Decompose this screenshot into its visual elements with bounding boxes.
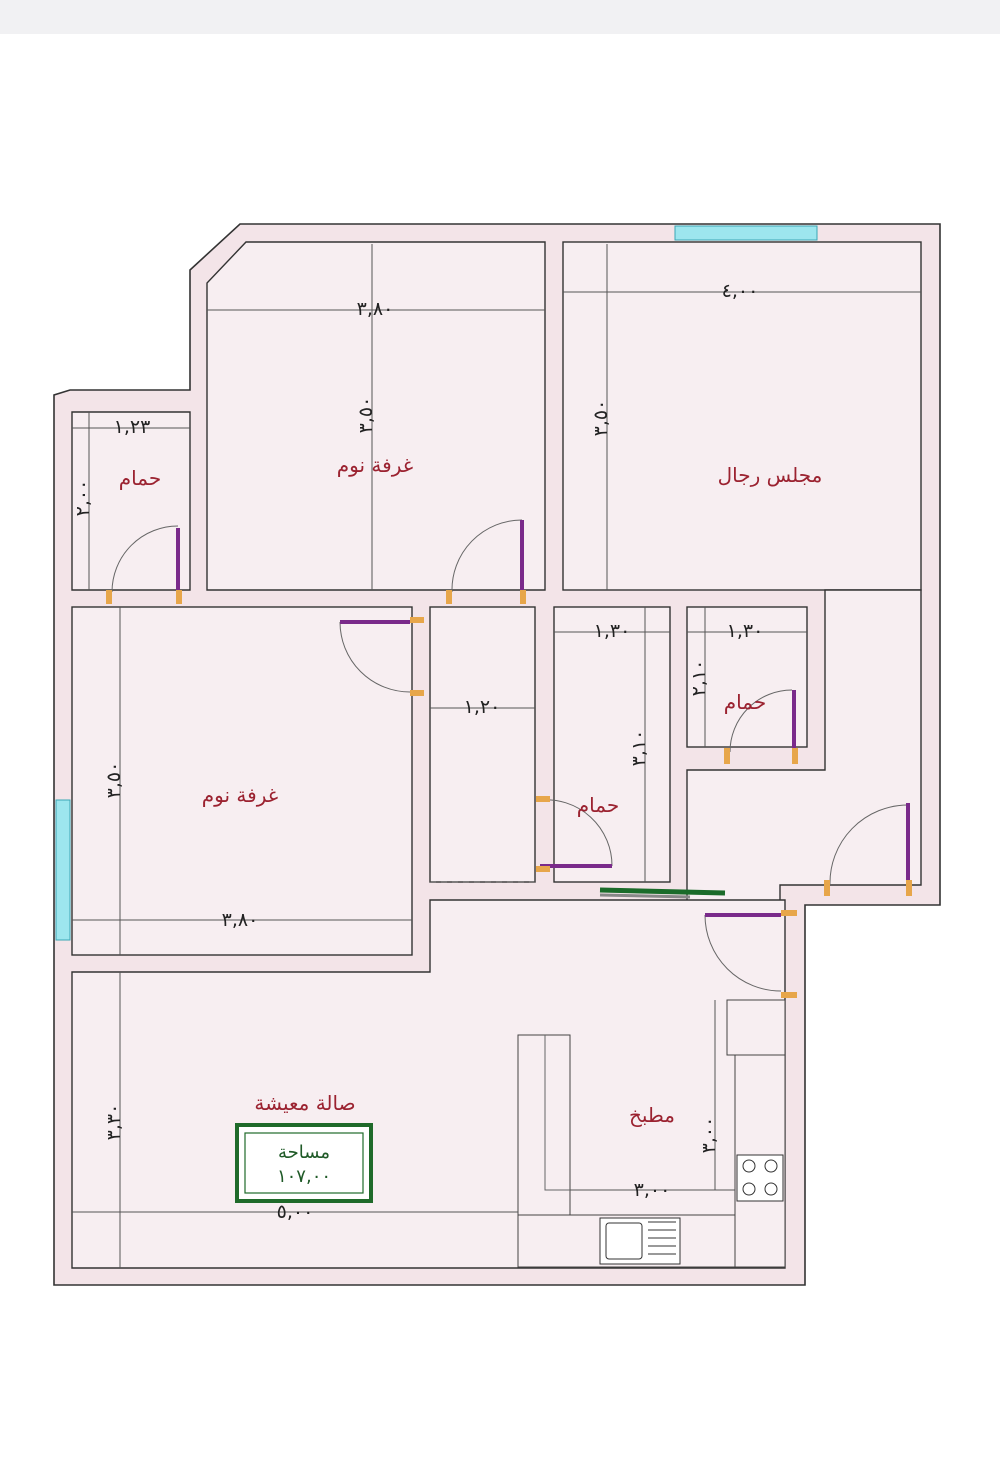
bath-mid-room <box>553 606 671 883</box>
bath-left-room <box>71 411 191 591</box>
sliding-door-track <box>599 893 691 899</box>
dim-kitchen-width: ٣,٠٠ <box>634 1179 671 1201</box>
door-bedroom-top <box>446 519 526 604</box>
bedroom-top-room <box>206 241 546 591</box>
dim-living-length: ٣,٣٠ <box>103 1104 125 1141</box>
dim-bedroom-left-width: ٣,٨٠ <box>222 909 259 931</box>
stove-icon <box>736 1154 784 1202</box>
dim-bedroom-top-length: ٣,٥٠ <box>355 397 377 434</box>
room-label-bath-left: حمام <box>119 466 161 490</box>
area-label: مساحة <box>278 1142 330 1163</box>
kitchen-fridge <box>726 999 786 1056</box>
room-label-kitchen: مطبخ <box>629 1103 675 1127</box>
door-bath-right <box>724 689 798 764</box>
sink-icon <box>599 1217 681 1265</box>
dim-majlis-width: ٤,٠٠ <box>722 280 759 302</box>
door-kitchen <box>704 910 797 998</box>
dim-bedroom-left-length: ٣,٥٠ <box>103 762 125 799</box>
dim-bath-right-length: ٢,١٠ <box>688 660 710 697</box>
majlis-room <box>562 241 922 591</box>
dim-kitchen-length: ٣,٠٠ <box>698 1117 720 1154</box>
sliding-door <box>599 887 726 896</box>
area-badge: مساحة ١٠٧,٠٠ <box>235 1123 373 1203</box>
dim-bath-left-length: ٢,٠٠ <box>72 480 94 517</box>
dim-bath-right-width: ١,٣٠ <box>727 620 764 642</box>
door-bath-left <box>106 525 182 604</box>
dim-bath-left-width: ١,٢٣ <box>114 416 151 438</box>
dim-bath-mid-width: ١,٣٠ <box>594 620 631 642</box>
door-entry <box>824 803 912 896</box>
room-label-living: صالة معيشة <box>254 1091 355 1115</box>
door-bath-mid <box>536 796 613 872</box>
bath-right-room <box>686 606 808 748</box>
window-top <box>674 225 818 241</box>
dimension-lines <box>72 244 921 1268</box>
dim-bedroom-top-width: ٣,٨٠ <box>357 298 394 320</box>
room-label-majlis: مجلس رجال <box>718 463 823 487</box>
bedroom-left-room <box>71 606 413 956</box>
window-left <box>55 799 71 941</box>
room-label-bedroom-left: غرفة نوم <box>202 783 278 807</box>
room-label-bath-mid: حمام <box>577 793 619 817</box>
dim-living-width: ٥,٠٠ <box>277 1201 314 1223</box>
dim-corridor-width: ١,٢٠ <box>464 696 501 718</box>
dim-majlis-length: ٣,٥٠ <box>590 400 612 437</box>
dim-bath-mid-length: ٣,١٠ <box>628 730 650 767</box>
room-label-bath-right: حمام <box>724 690 766 714</box>
status-bar <box>0 0 1000 34</box>
room-label-bedroom-top: غرفة نوم <box>337 453 413 477</box>
door-bedroom-left <box>339 617 424 696</box>
corridor-room <box>429 606 536 883</box>
area-value: ١٠٧,٠٠ <box>277 1166 331 1187</box>
